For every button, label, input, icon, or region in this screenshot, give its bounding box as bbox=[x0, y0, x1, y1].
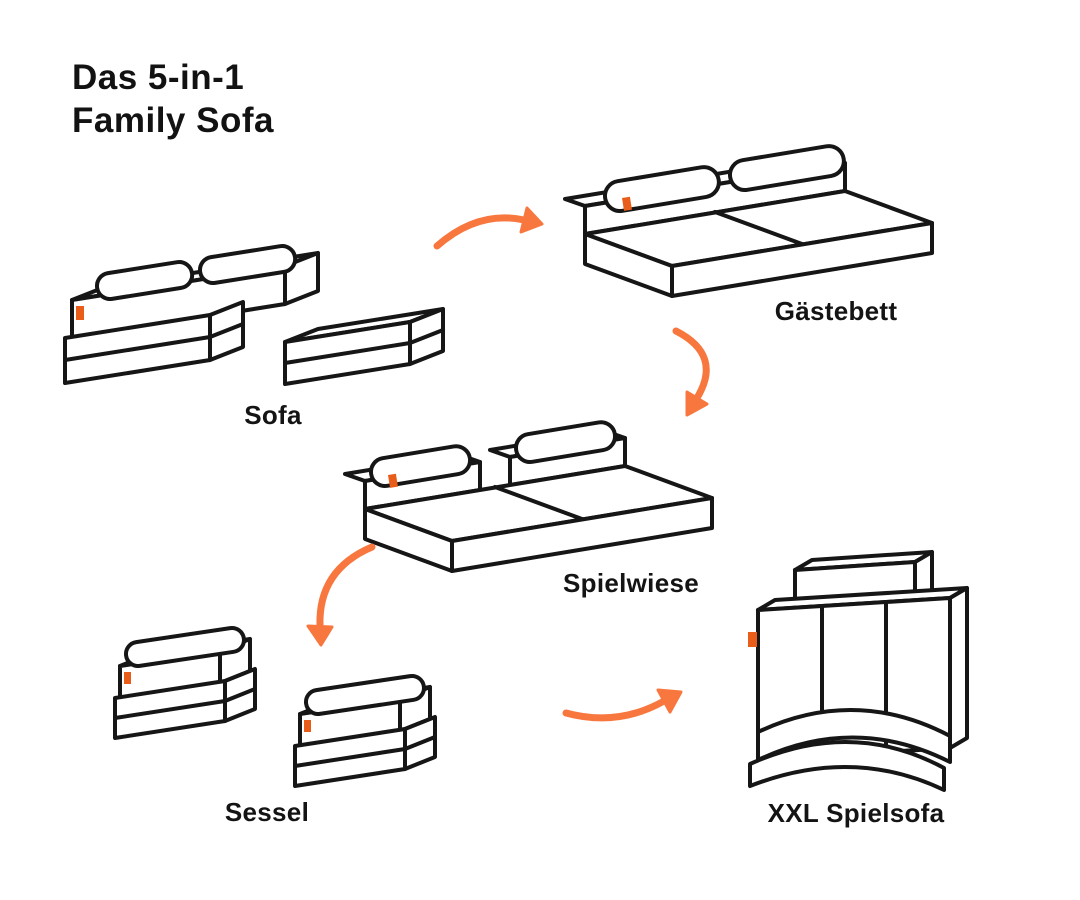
orange-tag-icon bbox=[622, 196, 632, 211]
arrowhead-icon bbox=[656, 688, 683, 714]
gaestebett-illustration bbox=[563, 144, 934, 298]
arrowhead-icon bbox=[519, 206, 544, 234]
arrowhead-icon bbox=[685, 390, 709, 417]
orange-tag-icon bbox=[748, 632, 757, 647]
xxl-spielsofa-illustration bbox=[748, 550, 969, 792]
page-title-line1: Das 5-in-1 bbox=[72, 58, 245, 97]
spielwiese-illustration bbox=[343, 420, 714, 573]
armchair-right bbox=[293, 672, 437, 788]
page-title-line2: Family Sofa bbox=[72, 101, 274, 141]
label-sofa: Sofa bbox=[244, 400, 302, 430]
bolster-pillow bbox=[603, 165, 721, 213]
label-gaestebett: Gästebett bbox=[774, 296, 898, 326]
arrow-sessel-to-xxl-spielsofa bbox=[562, 688, 683, 722]
sofa-illustration bbox=[63, 244, 445, 386]
sessel-illustration bbox=[113, 624, 437, 788]
armchair-left bbox=[113, 624, 257, 740]
arrow-sofa-to-gaestebett bbox=[433, 206, 544, 250]
fort-bumper-top bbox=[756, 707, 952, 764]
label-sessel: Sessel bbox=[224, 797, 310, 827]
arrow-gaestebett-to-spielwiese bbox=[672, 327, 710, 417]
label-xxl-spielsofa: XXL Spielsofa bbox=[767, 798, 945, 828]
bolster-pillow bbox=[728, 144, 846, 192]
bolster-pillow bbox=[94, 260, 195, 301]
orange-tag-icon bbox=[76, 306, 84, 320]
page-title: Das 5-in-1 Family Sofa bbox=[72, 56, 274, 143]
orange-tag-icon bbox=[388, 473, 398, 488]
arrow-spielwiese-to-sessel bbox=[306, 543, 376, 647]
fort-bumper-bottom bbox=[748, 739, 946, 792]
bolster-pillow bbox=[514, 420, 618, 464]
bolster-pillow bbox=[198, 244, 298, 285]
arrowhead-icon bbox=[306, 624, 334, 647]
label-spielwiese: Spielwiese bbox=[563, 568, 699, 598]
